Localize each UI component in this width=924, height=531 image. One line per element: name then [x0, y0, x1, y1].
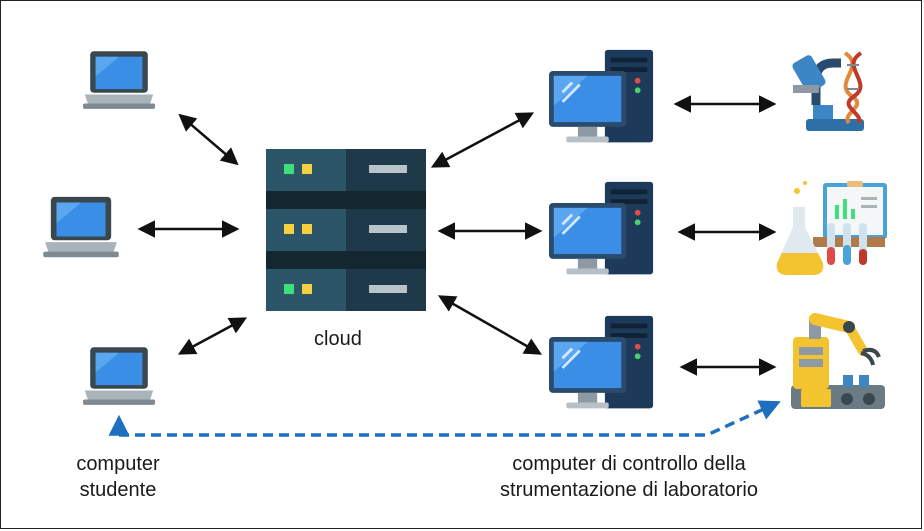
desktop-computer-icon-bottom [549, 315, 655, 410]
desktop-computer-icon-middle [549, 181, 655, 276]
lab-label-line2: strumentazione di laboratorio [500, 479, 758, 501]
arrow-cloud-desktop-top [430, 112, 535, 168]
microscope-dna-icon [792, 51, 864, 131]
student-label-line1: computer [76, 453, 160, 475]
connection-arrows [137, 95, 777, 376]
laptop-icon-middle [43, 196, 119, 258]
arrow-cloud-desktop-bottom [437, 295, 543, 355]
student-label-line2: studente [79, 479, 157, 501]
arrow-laptop-top-cloud [178, 113, 239, 166]
laptop-icon-bottom [83, 347, 155, 405]
arrow-laptop-bottom-cloud [177, 317, 248, 355]
desktop-computer-icon-top [549, 49, 655, 144]
laptop-icon-top [83, 51, 155, 109]
student-computer-label: computer studente [63, 451, 173, 503]
lab-label-line1: computer di controllo della [512, 453, 746, 475]
industrial-robot-arm-icon [791, 313, 885, 409]
cloud-label: cloud [314, 328, 362, 350]
dashed-remote-connection [108, 400, 781, 437]
lab-control-computer-label: computer di controllo della strumentazio… [479, 451, 779, 503]
server-rack-icon [266, 149, 426, 311]
chemistry-lab-icon [776, 181, 887, 275]
